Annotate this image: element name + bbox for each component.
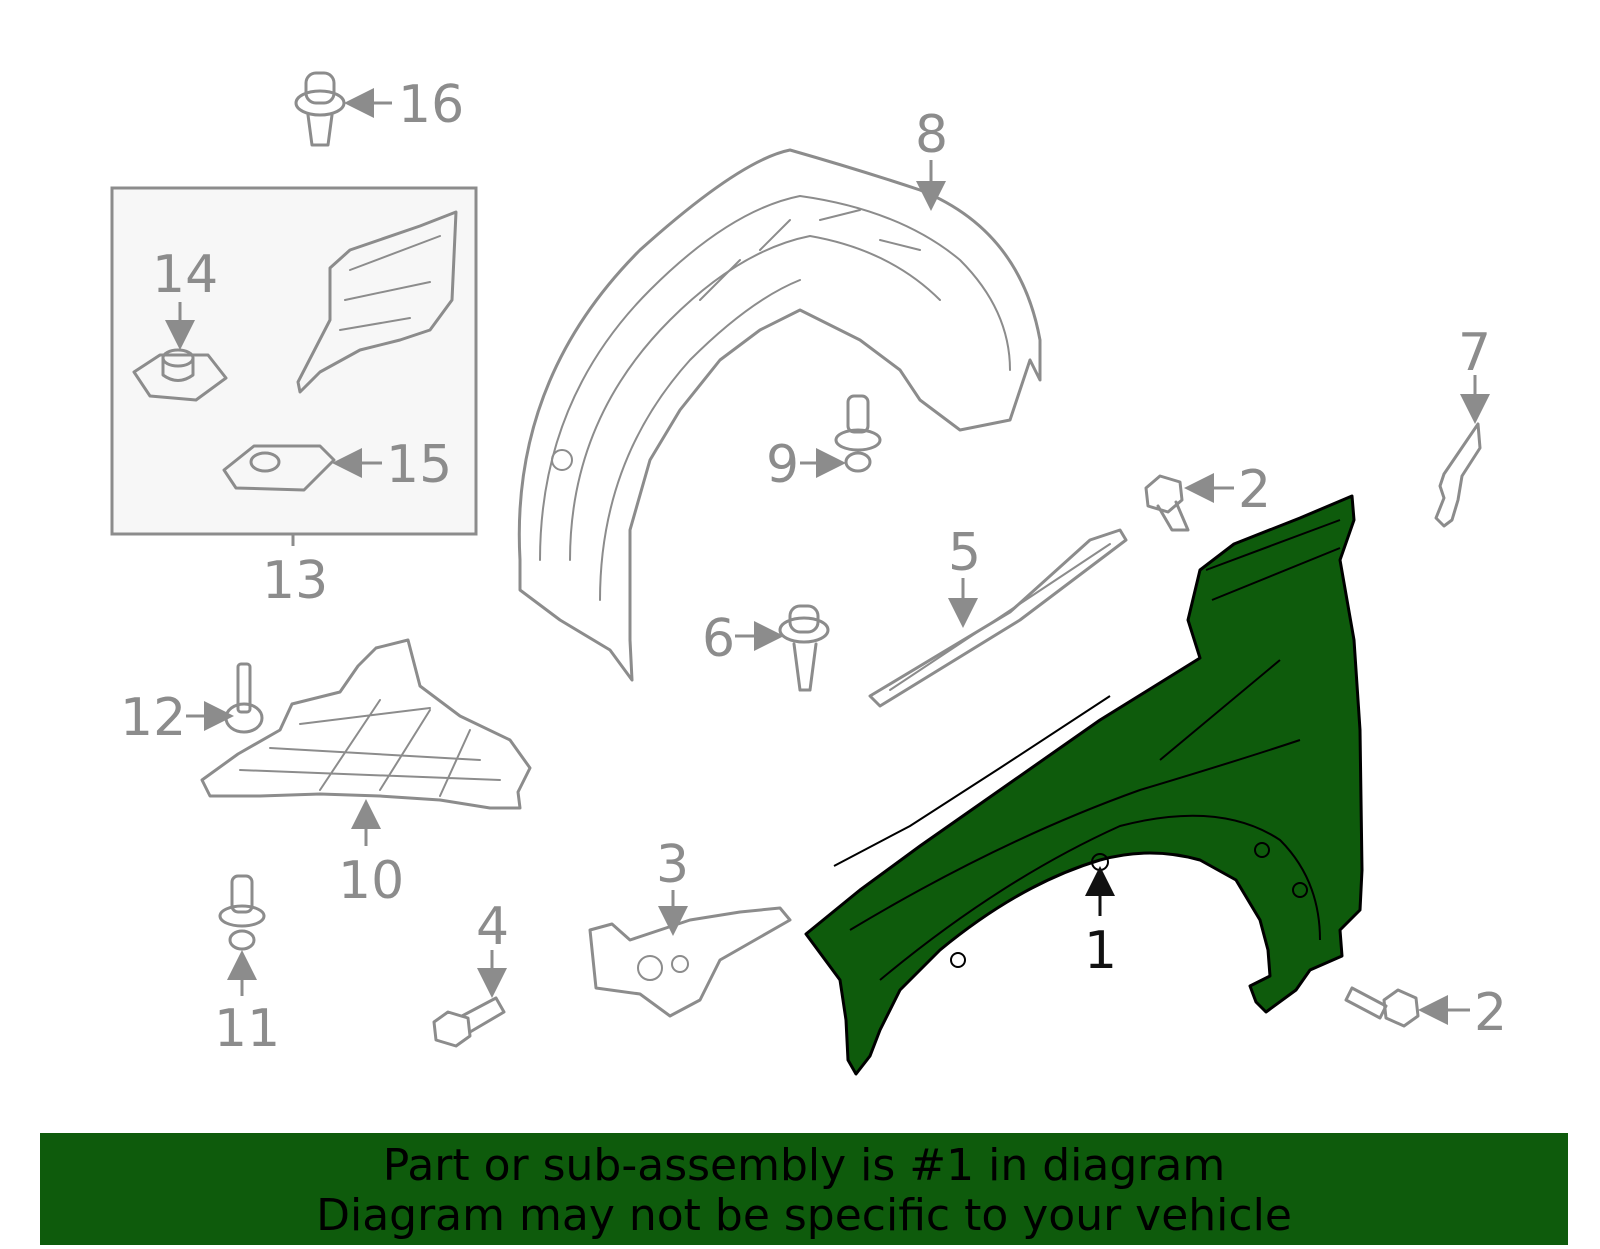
- callout-14: 14: [152, 245, 218, 305]
- callout-11: 11: [214, 999, 280, 1059]
- info-banner: Part or sub-assembly is #1 in diagram Di…: [40, 1133, 1568, 1245]
- callout-2-upper: 2: [1238, 460, 1271, 520]
- kit-bracket[interactable]: [296, 210, 458, 394]
- clip-part-16[interactable]: [294, 71, 346, 147]
- callout-2-lower: 2: [1474, 983, 1507, 1043]
- callout-8: 8: [915, 105, 948, 165]
- callout-9: 9: [766, 435, 799, 495]
- clip-part-11[interactable]: [218, 874, 266, 951]
- callout-4: 4: [476, 897, 509, 957]
- callout-7: 7: [1458, 323, 1491, 383]
- fender-liner-part-8[interactable]: [517, 148, 1042, 682]
- callout-12: 12: [120, 688, 186, 748]
- callout-16: 16: [398, 75, 464, 135]
- bracket-part-3[interactable]: [588, 906, 792, 1018]
- clip-part-6[interactable]: [778, 604, 830, 692]
- fender-part-1[interactable]: [804, 494, 1364, 1076]
- callout-10: 10: [338, 851, 404, 911]
- callout-1: 1: [1084, 921, 1117, 981]
- bolt-part-4[interactable]: [432, 996, 506, 1048]
- bolt-part-2-lower[interactable]: [1344, 986, 1420, 1028]
- callout-13: 13: [262, 551, 328, 611]
- bolt-part-2-upper[interactable]: [1144, 474, 1190, 532]
- bracket-part-7[interactable]: [1434, 422, 1482, 528]
- splash-shield-part-10[interactable]: [200, 638, 532, 810]
- callout-3: 3: [656, 835, 689, 895]
- clip-part-9[interactable]: [834, 394, 882, 473]
- callout-6: 6: [702, 609, 735, 669]
- banner-line-2: Diagram may not be specific to your vehi…: [316, 1190, 1292, 1241]
- seal-part-5[interactable]: [868, 528, 1128, 708]
- bolt-part-12[interactable]: [224, 662, 264, 734]
- callout-15: 15: [386, 435, 452, 495]
- banner-line-1: Part or sub-assembly is #1 in diagram: [382, 1140, 1226, 1191]
- callout-5: 5: [948, 523, 981, 583]
- nut-part-14[interactable]: [132, 348, 228, 402]
